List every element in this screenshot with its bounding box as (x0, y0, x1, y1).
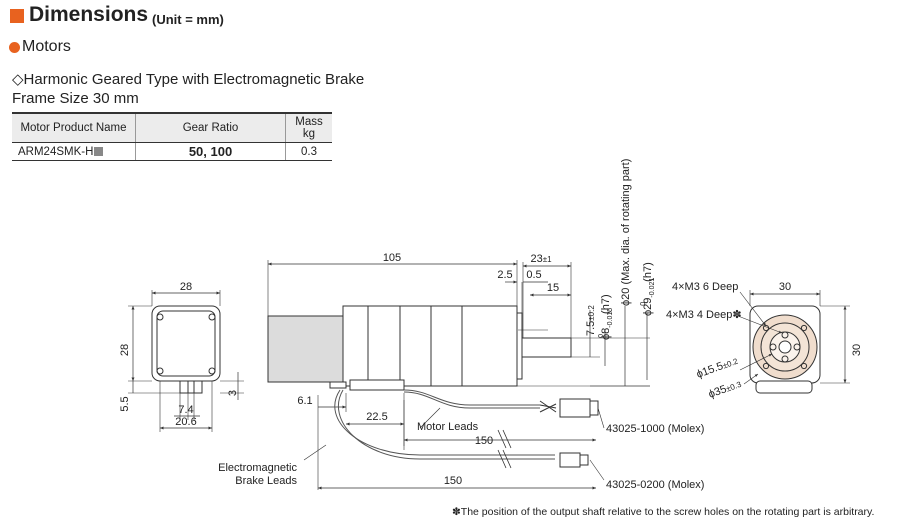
dim-22-5: 22.5 (366, 411, 387, 423)
dim-5-5: 5.5 (119, 396, 131, 411)
dim-15: 15 (547, 282, 559, 294)
cell-motor-name: ARM24SMK-H (12, 142, 136, 161)
spec-table: Motor Product Name Gear Ratio Mass kg AR… (12, 112, 332, 161)
dim-20-6: 20.6 (175, 416, 196, 428)
dim-150-brake: 150 (444, 475, 462, 487)
dim-phi-35: ϕ35±0.3 (707, 378, 743, 401)
dim-0-5: 0.5 (526, 269, 541, 281)
frame-size: Frame Size 30 mm (12, 90, 139, 107)
product-title: ◇Harmonic Geared Type with Electromagnet… (12, 71, 365, 88)
dim-30-right: 30 (851, 344, 863, 356)
dim-6-1: 6.1 (297, 395, 312, 407)
left-end-view (128, 290, 244, 432)
dim-phi-29: ϕ29-0.0210(h7) (640, 262, 656, 316)
dim-7-5: 7.5±0.2 (585, 305, 597, 336)
dim-phi-15-5: ϕ15.5±0.2 (695, 355, 740, 381)
dim-7-4: 7.4 (178, 404, 193, 416)
dim-phi-20: ϕ20 (Max. dia. of rotating part) (620, 159, 632, 306)
table-row: ARM24SMK-H 50, 100 0.3 (12, 142, 332, 161)
footnote: ✽The position of the output shaft relati… (452, 506, 875, 518)
section-title: Motors (22, 38, 71, 55)
motor-leads-label: Motor Leads (417, 421, 479, 433)
brake-leads-label-2: Brake Leads (235, 475, 297, 487)
heading-square-icon (10, 9, 24, 23)
spec-table-header: Motor Product Name Gear Ratio Mass kg (12, 112, 332, 143)
dim-phi-8: ϕ8-0.0150(h7) (598, 294, 614, 340)
header-mass: Mass kg (285, 112, 332, 143)
dim-105: 105 (383, 252, 401, 264)
placeholder-box-icon (94, 146, 104, 156)
page-title: Dimensions (29, 3, 149, 26)
dim-3: 3 (227, 390, 239, 396)
dim-30-top: 30 (779, 281, 791, 293)
section-dot-icon (9, 42, 20, 53)
cell-mass: 0.3 (285, 142, 332, 161)
dim-2-5: 2.5 (497, 269, 512, 281)
m3-4-deep-label: 4×M3 4 Deep✽ (666, 309, 742, 321)
m3-6-deep-label: 4×M3 6 Deep (672, 281, 738, 293)
unit-note: (Unit = mm) (152, 12, 224, 27)
dim-150-motor: 150 (475, 435, 493, 447)
side-view (267, 260, 650, 490)
cell-gear-ratio: 50, 100 (135, 142, 286, 161)
dim-28-left: 28 (119, 344, 131, 356)
connector-0200-label: 43025-0200 (Molex) (606, 479, 704, 491)
brake-leads-label-1: Electromagnetic (218, 462, 297, 474)
header-gear-ratio: Gear Ratio (135, 112, 286, 143)
dim-23: 23±1 (530, 253, 552, 265)
front-view (737, 290, 850, 394)
connector-1000-label: 43025-1000 (Molex) (606, 423, 704, 435)
dim-28-top: 28 (180, 281, 192, 293)
header-motor-name: Motor Product Name (12, 112, 136, 143)
